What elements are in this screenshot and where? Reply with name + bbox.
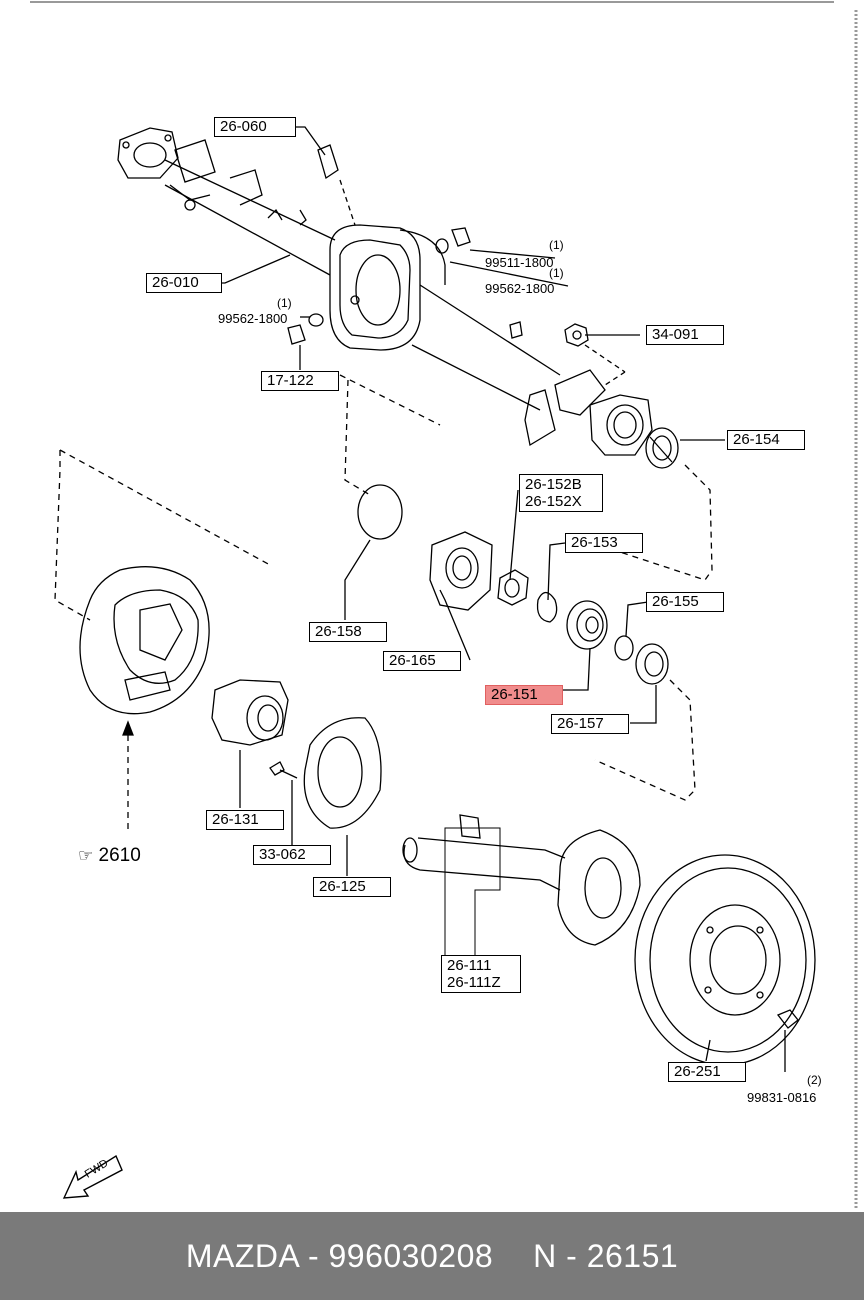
part-number-99562-1800-a[interactable]: 99562-1800 — [485, 281, 555, 296]
part-number-99562-1800-b[interactable]: 99562-1800 — [218, 311, 288, 326]
callout-26-060[interactable]: 26-060 — [214, 117, 296, 137]
footer-brand-part-number: MAZDA - 996030208 — [185, 1237, 494, 1274]
callout-26-157[interactable]: 26-157 — [551, 714, 629, 734]
fwd-arrow-icon: FWD — [58, 1148, 130, 1204]
callout-26-010[interactable]: 26-010 — [146, 273, 222, 293]
callout-26-154[interactable]: 26-154 — [727, 430, 805, 450]
axle-housing-left-flange — [117, 127, 179, 179]
footer-bar: MAZDA - 996030208 N - 26151 — [0, 1212, 864, 1300]
callout-26-151-highlighted[interactable]: 26-151 — [485, 685, 563, 705]
bearing-26-157 — [635, 643, 669, 685]
callout-26-153[interactable]: 26-153 — [565, 533, 643, 553]
callout-26-152b: 26-152B — [525, 476, 582, 493]
hub-26-131 — [211, 679, 289, 746]
callout-26-111[interactable]: 26-111 26-111Z — [441, 955, 521, 993]
callout-26-125[interactable]: 26-125 — [313, 877, 391, 897]
gasket-26-125 — [303, 717, 382, 829]
callout-26-165[interactable]: 26-165 — [383, 651, 461, 671]
parts-diagram: 26-060 26-010 17-122 34-091 26-154 26-15… — [30, 1, 858, 1210]
part-number-99831-0816[interactable]: 99831-0816 — [747, 1090, 817, 1105]
rear-axle-drawing — [30, 1, 858, 1210]
qty-99511: (1) — [549, 238, 564, 252]
qty-99562-b: (1) — [277, 296, 292, 310]
callout-34-091[interactable]: 34-091 — [646, 325, 724, 345]
callout-26-158[interactable]: 26-158 — [309, 622, 387, 642]
section-ref-2610[interactable]: ☞ 2610 — [78, 845, 141, 867]
callout-26-111z: 26-111Z — [447, 974, 501, 991]
bearing-26-151 — [566, 600, 608, 650]
brake-drum-26-251 — [634, 854, 816, 1066]
bearing-26-154 — [645, 427, 679, 469]
section-ref-label: 2610 — [98, 845, 141, 866]
axle-housing-right-flange — [589, 394, 653, 456]
qty-99831: (2) — [807, 1073, 822, 1087]
differential-carrier — [329, 224, 446, 351]
pointing-hand-icon: ☞ — [78, 846, 94, 866]
callout-26-152x: 26-152X — [525, 493, 582, 510]
callout-26-251[interactable]: 26-251 — [668, 1062, 746, 1082]
brake-backing-plate — [79, 566, 210, 715]
axle-shaft-26-111 — [402, 814, 641, 946]
callout-26-111-main: 26-111 — [447, 957, 492, 974]
callout-17-122[interactable]: 17-122 — [261, 371, 339, 391]
callout-33-062[interactable]: 33-062 — [253, 845, 331, 865]
callout-26-131[interactable]: 26-131 — [206, 810, 284, 830]
part-number-99511-1800[interactable]: 99511-1800 — [485, 255, 554, 270]
footer-diagram-part: N - 26151 — [533, 1237, 679, 1274]
callout-26-152[interactable]: 26-152B 26-152X — [519, 474, 603, 512]
qty-99562-a: (1) — [549, 266, 564, 280]
callout-26-155[interactable]: 26-155 — [646, 592, 724, 612]
